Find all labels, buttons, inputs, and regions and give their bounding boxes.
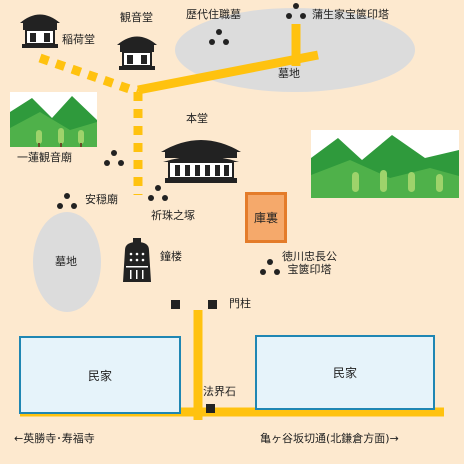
- hondo-label: 本堂: [186, 112, 208, 125]
- house-right-label: 民家: [332, 366, 357, 380]
- tokugawa-tower-label: 徳川忠長公 宝篋印塔: [282, 250, 337, 276]
- rekidai-haka-label: 歴代住職墓: [186, 8, 241, 21]
- anon-byo-label: 安穏廟: [85, 193, 118, 206]
- inari-do-label: 稲荷堂: [62, 33, 95, 46]
- kuri-storehouse: 庫裏: [245, 192, 287, 243]
- temple-icon: [117, 36, 157, 70]
- kannon-do-label: 観音堂: [120, 11, 153, 24]
- tokugawa-line2: 宝篋印塔: [287, 262, 332, 276]
- bochi-left-label: 墓地: [55, 255, 77, 268]
- kuri-label: 庫裏: [253, 211, 278, 225]
- shoro-label: 鐘楼: [160, 250, 182, 263]
- bochi-top-label: 墓地: [278, 67, 300, 80]
- hokkai-stone-icon: [206, 404, 215, 413]
- house-left: 民家: [19, 336, 181, 414]
- stone-marker-icon: [57, 3, 306, 275]
- mountain-icon: [311, 130, 459, 198]
- tokugawa-line1: 徳川忠長公: [282, 250, 337, 263]
- road-right-label: 亀ヶ谷坂切通(北鎌倉方面)→: [260, 432, 399, 445]
- main-hall-icon: [161, 140, 241, 183]
- ichiren-kannon-label: 一蓮観音廟: [17, 151, 72, 164]
- road-left-label: ←英勝寺･寿福寺: [14, 432, 95, 445]
- house-right: 民家: [255, 335, 435, 410]
- gate-post-icon: [171, 300, 217, 309]
- bell-icon: [123, 238, 151, 282]
- inoru-tamaki-label: 祈珠之塚: [151, 209, 195, 222]
- temple-icon: [20, 14, 60, 48]
- monchu-label: 門柱: [229, 297, 251, 310]
- gamo-tower-label: 蒲生家宝篋印塔: [312, 8, 389, 21]
- mountain-icon: [10, 92, 97, 147]
- road-network: [20, 24, 444, 420]
- cemetery-left-area: [33, 212, 101, 312]
- hokkai-seki-label: 法界石: [203, 385, 236, 398]
- house-left-label: 民家: [87, 368, 112, 383]
